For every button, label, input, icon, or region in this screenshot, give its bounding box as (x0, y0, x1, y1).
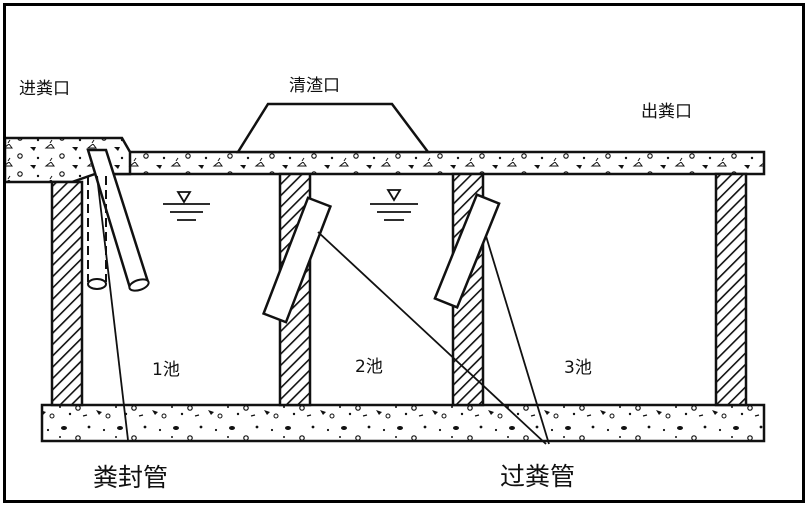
transfer-pipe-2 (433, 192, 501, 310)
top-slab (98, 150, 766, 176)
chamber-1-label: 1池 (152, 360, 180, 380)
leader-seal-pipe (96, 175, 129, 441)
leader-transfer-pipe-1 (317, 231, 547, 445)
outlet-label: 出粪口 (641, 102, 692, 122)
transfer-pipe-1 (261, 196, 333, 324)
inlet-label: 进粪口 (19, 79, 70, 99)
water-level-symbol-1 (163, 191, 210, 221)
cleanout-label: 清渣口 (289, 76, 340, 96)
inlet-pipe-end (128, 278, 150, 292)
leader-transfer-pipe-2 (485, 235, 550, 445)
wall-right (714, 172, 748, 407)
seal-pipe (87, 176, 107, 282)
seal-pipe-label: 粪封管 (93, 463, 169, 492)
seal-pipe-end (87, 278, 107, 290)
wall-left (50, 180, 84, 407)
water-level-symbol-2 (370, 189, 418, 221)
chamber-3-label: 3池 (564, 358, 592, 378)
transfer-pipe-label: 过粪管 (500, 462, 576, 491)
base-slab (40, 403, 766, 443)
chamber-2-label: 2池 (355, 357, 383, 377)
cleanout-hatch (235, 102, 431, 154)
